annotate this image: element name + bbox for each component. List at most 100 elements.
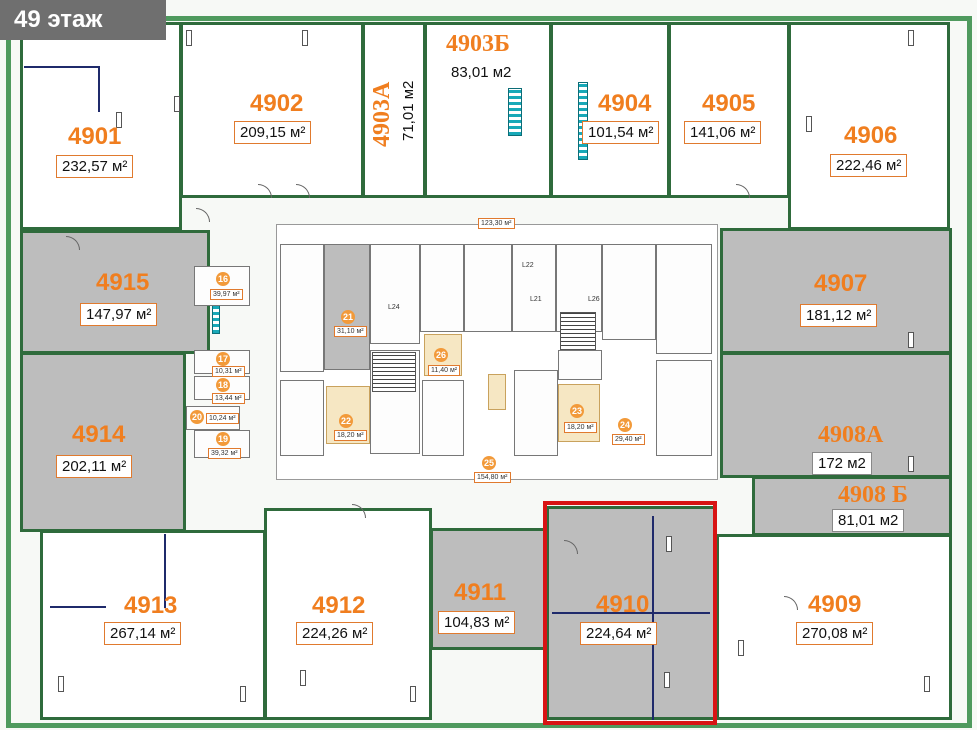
office-number-4902: 4902 (250, 90, 304, 117)
office-number-4906: 4906 (844, 122, 898, 149)
lounge-furniture (488, 374, 506, 410)
office-area-4902: 209,15 м² (234, 121, 312, 144)
core-marker-18: 18 (216, 378, 230, 392)
highlight-office-4910 (543, 501, 717, 725)
window (664, 672, 670, 688)
office-number-4910: 4910 (596, 591, 650, 618)
core-marker-21: 21 (341, 310, 355, 324)
window (240, 686, 246, 702)
office-4906[interactable] (788, 22, 950, 230)
office-number-4908b: 4908 Б (838, 482, 908, 508)
window (302, 30, 308, 46)
partition-4913 (50, 606, 106, 608)
window (908, 456, 914, 472)
office-number-4903b: 4903Б (446, 31, 510, 57)
window (186, 30, 192, 46)
office-4905[interactable] (668, 22, 790, 198)
window (300, 670, 306, 686)
office-area-4911: 104,83 м² (438, 611, 516, 634)
office-area-4908a: 172 м2 (812, 452, 872, 475)
office-number-4913: 4913 (124, 592, 178, 619)
lift-label-l22: L22 (522, 262, 534, 269)
window (174, 96, 180, 112)
office-number-4905: 4905 (702, 90, 756, 117)
core-area-16: 39,97 м² (210, 289, 243, 300)
core-area-21: 31,10 м² (334, 326, 367, 337)
partition-4901 (24, 66, 98, 68)
partition-4913-v (164, 534, 166, 608)
window (908, 332, 914, 348)
core-cell-lower-e (558, 350, 602, 380)
core-area-17: 10,31 м² (212, 366, 245, 377)
office-area-4905: 141,06 м² (684, 121, 762, 144)
office-area-4913: 267,14 м² (104, 622, 182, 645)
floor-badge: 49 этаж (0, 0, 166, 40)
lift-label-l26: L26 (588, 296, 600, 303)
core-cell-lower-left (280, 380, 324, 456)
core-marker-17: 17 (216, 352, 230, 366)
core-area-20: 10,24 м² (206, 413, 239, 424)
core-cell-right (602, 244, 656, 340)
office-4904[interactable] (550, 22, 670, 198)
office-4914[interactable] (20, 352, 186, 532)
core-area-26: 11,40 м² (428, 365, 461, 376)
partition-4910-vertical (652, 516, 654, 720)
office-area-4915: 147,97 м² (80, 303, 158, 326)
lift-label-l24: L24 (388, 304, 400, 311)
window (738, 640, 744, 656)
core-cell-far-right (656, 244, 712, 354)
office-number-4911: 4911 (454, 579, 507, 606)
office-number-4909: 4909 (808, 591, 862, 618)
office-area-4904: 101,54 м² (582, 121, 660, 144)
office-area-4914: 202,11 м² (56, 455, 133, 478)
core-marker-23: 23 (570, 404, 584, 418)
core-marker-24: 24 (618, 418, 632, 432)
lift-label-l21: L21 (530, 296, 542, 303)
building-outline (6, 16, 972, 728)
core-room-21[interactable] (324, 244, 370, 370)
core-cell-center (464, 244, 512, 332)
core-marker-20: 20 (190, 410, 204, 424)
window (924, 676, 930, 692)
core-hall-area: 123,30 м² (478, 218, 515, 229)
core-area-25: 154,80 м² (474, 472, 511, 483)
office-number-4904: 4904 (598, 90, 652, 117)
partition-4910-horizontal (552, 612, 710, 614)
office-area-4901: 232,57 м² (56, 155, 134, 178)
core-marker-19: 19 (216, 432, 230, 446)
office-area-4910: 224,64 м² (580, 622, 658, 645)
office-area-4903a: 71,01 м2 (400, 80, 417, 141)
office-area-4907: 181,12 м² (800, 304, 878, 327)
office-area-4912: 224,26 м² (296, 622, 374, 645)
window (410, 686, 416, 702)
core-area-19: 39,32 м² (208, 448, 241, 459)
office-4903b[interactable] (424, 22, 552, 198)
partition-4901-v (98, 66, 100, 112)
core-marker-25: 25 (482, 456, 496, 470)
window (116, 112, 122, 128)
window (58, 676, 64, 692)
core-marker-16: 16 (216, 272, 230, 286)
window (806, 116, 812, 132)
core-cell-lower-f (656, 360, 712, 456)
window (666, 536, 672, 552)
office-area-4908b: 81,01 м2 (832, 509, 905, 532)
office-number-4912: 4912 (312, 592, 366, 619)
core-area-18: 13,44 м² (212, 393, 245, 404)
core-cell-lower-c (422, 380, 464, 456)
stair-right (560, 312, 596, 350)
core-cell-lifts-left (420, 244, 464, 332)
core-marker-22: 22 (339, 414, 353, 428)
office-4915[interactable] (20, 230, 210, 354)
wet-strip-4903b (508, 88, 522, 136)
office-4902[interactable] (180, 22, 364, 198)
window (908, 30, 914, 46)
core-area-23: 18,20 м² (564, 422, 597, 433)
office-number-4914: 4914 (72, 421, 126, 448)
office-number-4907: 4907 (814, 270, 868, 297)
core-area-22: 18,20 м² (334, 430, 367, 441)
core-cell-l21 (512, 244, 556, 332)
core-marker-26: 26 (434, 348, 448, 362)
office-number-4901: 4901 (68, 123, 122, 150)
